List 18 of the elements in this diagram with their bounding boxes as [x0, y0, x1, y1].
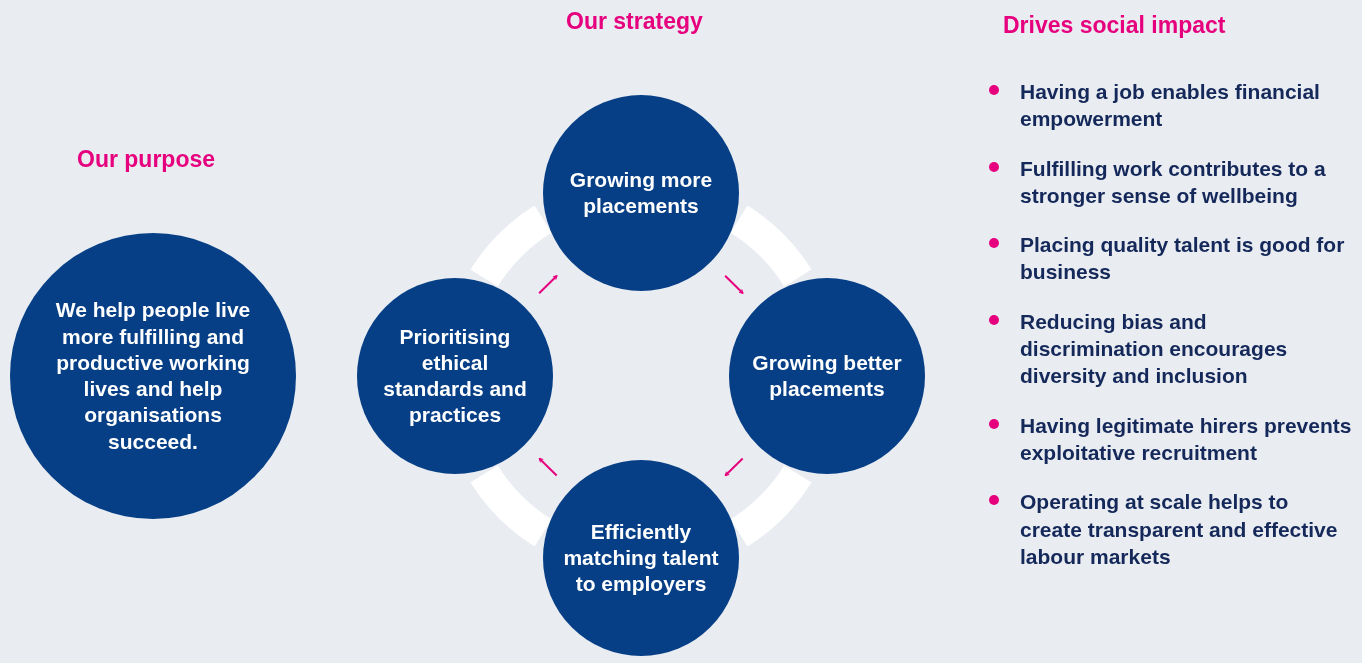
- impact-text: Having a job enables financial empowerment: [1020, 79, 1321, 133]
- impact-text: Reducing bias and discrimination encourages diversity and inclusion: [1020, 308, 1289, 390]
- circle-text: Prioritising ethical standards and practices: [382, 323, 528, 429]
- circle-text: Efficiently matching talent to employers: [562, 518, 720, 598]
- impact-text: Fulfilling work contributes to a stronger sense of wellbeing: [1020, 155, 1327, 209]
- section-heading: Our purpose: [77, 146, 215, 173]
- arrow: [538, 274, 558, 295]
- section-heading: Our strategy: [566, 8, 703, 35]
- circle-text: Growing more placements: [568, 166, 714, 219]
- circle-text: Growing better placements: [751, 349, 903, 402]
- impact-text: Operating at scale helps to create transparent and effective labour markets: [1020, 489, 1339, 570]
- arrow: [538, 457, 558, 477]
- arrow: [724, 457, 744, 477]
- circle-text: We help people live more fulfilling and productive working lives and help organisations succeed.: [54, 297, 252, 455]
- arrow: [724, 274, 744, 295]
- section-heading: Drives social impact: [1003, 12, 1226, 39]
- impact-text: Placing quality talent is good for business: [1020, 232, 1346, 286]
- impact-text: Having legitimate hirers prevents exploitative recruitment: [1020, 412, 1353, 466]
